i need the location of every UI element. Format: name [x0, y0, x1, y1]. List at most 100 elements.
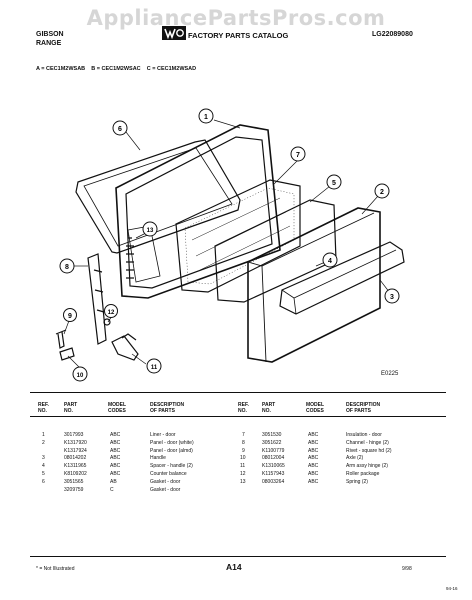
corner-code: 94-16 — [446, 586, 458, 591]
part-description: Counter balance — [150, 471, 187, 477]
callout-13: 13 — [142, 221, 158, 237]
table-row: 3 — [42, 455, 45, 462]
callout-2-label: 2 — [380, 189, 384, 196]
table-top-rule — [30, 392, 446, 393]
callout-10-label: 10 — [77, 373, 84, 379]
part-description: Axle (2) — [346, 455, 364, 462]
part-panel-door — [247, 207, 381, 363]
part-insulation-door — [175, 179, 301, 293]
model-list: A = CEC1M2WSAB B = CEC1M2WSAC C = CEC1M2… — [36, 66, 196, 72]
catalog-number: LG22089080 — [372, 31, 413, 38]
not-illustrated-note: * = Not Illustrated — [36, 566, 75, 572]
part-channel-hinge — [87, 253, 107, 345]
model-code: ABC — [308, 463, 319, 470]
model-code: ABC — [110, 447, 121, 454]
model-code: C — [110, 486, 114, 493]
callout-2: 2 — [374, 183, 390, 199]
table-row: 12 — [240, 471, 246, 477]
part-liner-door — [115, 124, 281, 299]
catalog-title: FACTORY PARTS CATALOG — [188, 31, 289, 40]
part-roller — [103, 318, 111, 326]
callout-10: 10 — [72, 366, 88, 382]
callout-3-label: 3 — [390, 294, 394, 301]
wci-logo-icon — [162, 26, 186, 40]
model-code: ABC — [308, 471, 319, 477]
part-number: 3017993 — [64, 432, 84, 438]
part-number: 08003264 — [262, 478, 285, 485]
model-code: ABC — [308, 439, 319, 446]
model-code: ABC — [308, 447, 319, 454]
model-c: C = CEC1M2WSAD — [146, 66, 197, 72]
model-a: A = CEC1M2WSAB — [36, 66, 86, 72]
callout-4-label: 4 — [328, 258, 332, 265]
part-number: 08014202 — [64, 455, 87, 462]
part-description: Roller package — [346, 471, 380, 477]
part-description: Arm assy hinge (2) — [346, 463, 388, 470]
part-arm-assy-hinge — [111, 335, 139, 361]
part-description: Handle — [150, 455, 166, 462]
table-row: 11 — [240, 463, 246, 470]
callout-13-label: 13 — [147, 228, 154, 234]
callout-3: 3 — [384, 288, 400, 304]
model-code: ABC — [308, 478, 319, 485]
callout-9: 9 — [63, 308, 77, 322]
part-number: 08012004 — [262, 455, 285, 462]
header-ref-left: REF.NO. — [38, 402, 49, 414]
callout-8: 8 — [59, 258, 75, 274]
part-spring — [126, 237, 134, 279]
exploded-door-diagram: 1 2 3 4 5 6 7 8 9 10 11 12 13 — [55, 108, 405, 382]
watermark: AppliancePartsPros.com — [86, 6, 386, 30]
part-number: 3051530 — [262, 432, 282, 438]
table-row: 4 — [42, 463, 45, 470]
callout-7-label: 7 — [296, 152, 300, 159]
table-row: 9 — [242, 447, 245, 454]
callout-7: 7 — [290, 146, 306, 162]
page-number: A14 — [226, 562, 242, 572]
model-b: B = CEC1M2WSAC — [91, 66, 141, 72]
part-gasket-door — [75, 139, 241, 254]
part-description: Insulation - door — [346, 432, 382, 438]
callout-12-label: 12 — [108, 310, 115, 316]
part-number: 3051565 — [64, 478, 84, 485]
footer-rule — [30, 556, 446, 557]
model-code: ABC — [110, 471, 121, 477]
model-code: ABC — [308, 432, 319, 438]
part-description: Liner - door — [150, 432, 176, 438]
part-number: K1311965 — [64, 463, 87, 470]
brand-label: GIBSON RANGE — [36, 30, 64, 48]
callout-8-label: 8 — [65, 264, 69, 271]
model-code: ABC — [110, 432, 121, 438]
callout-5-label: 5 — [332, 180, 336, 187]
header-ref-right: REF.NO. — [238, 402, 249, 414]
callout-4: 4 — [322, 252, 338, 268]
part-number: K8109202 — [64, 471, 87, 477]
part-number: K1317924 — [64, 447, 87, 454]
part-description: Gasket - door — [150, 486, 181, 493]
part-number: K1157943 — [262, 471, 285, 477]
model-code: ABC — [308, 455, 319, 462]
part-description: Channel - hinge (2) — [346, 439, 389, 446]
part-number: K1100779 — [262, 447, 285, 454]
part-description: Spring (2) — [346, 478, 368, 485]
callout-6: 6 — [112, 120, 128, 136]
callout-9-label: 9 — [68, 313, 72, 320]
brand-line-1: GIBSON — [36, 31, 64, 38]
model-code: ABC — [110, 455, 121, 462]
table-row: 5 — [42, 471, 45, 477]
callout-1: 1 — [198, 108, 214, 124]
part-number: 3209759 — [64, 486, 84, 493]
callout-12: 12 — [104, 304, 118, 318]
table-row: 7 — [242, 432, 245, 438]
callout-5: 5 — [326, 174, 342, 190]
print-date: 9/98 — [402, 566, 412, 572]
part-number: 3051622 — [262, 439, 282, 446]
brand-line-2: RANGE — [36, 40, 62, 47]
part-number: K1317920 — [64, 439, 87, 446]
part-description: Rivet - square hd (2) — [346, 447, 392, 454]
